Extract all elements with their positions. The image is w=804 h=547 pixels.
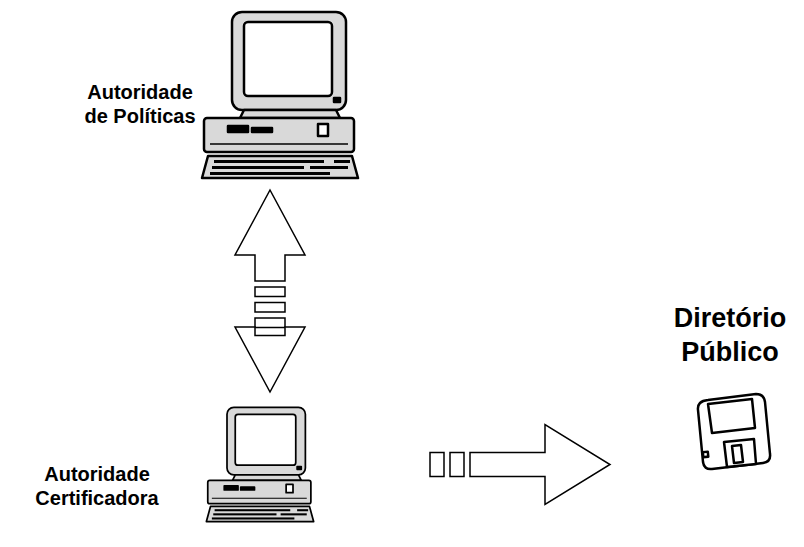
computer-icon	[200, 10, 360, 180]
labeled-icon: Diretório Público	[660, 300, 804, 475]
hollow-arrow	[235, 190, 305, 392]
node-label: Autoridade de Políticas	[80, 80, 200, 128]
computer-icon	[205, 406, 315, 523]
labeled-icon: Autoridade de Políticas	[80, 8, 365, 186]
labeled-icon: Autoridade Certificadora	[12, 400, 320, 547]
hollow-arrow	[430, 425, 610, 505]
node-label: Autoridade Certificadora	[12, 462, 182, 510]
node-label: Diretório Público	[660, 302, 800, 370]
floppy-disk-icon	[694, 392, 774, 472]
